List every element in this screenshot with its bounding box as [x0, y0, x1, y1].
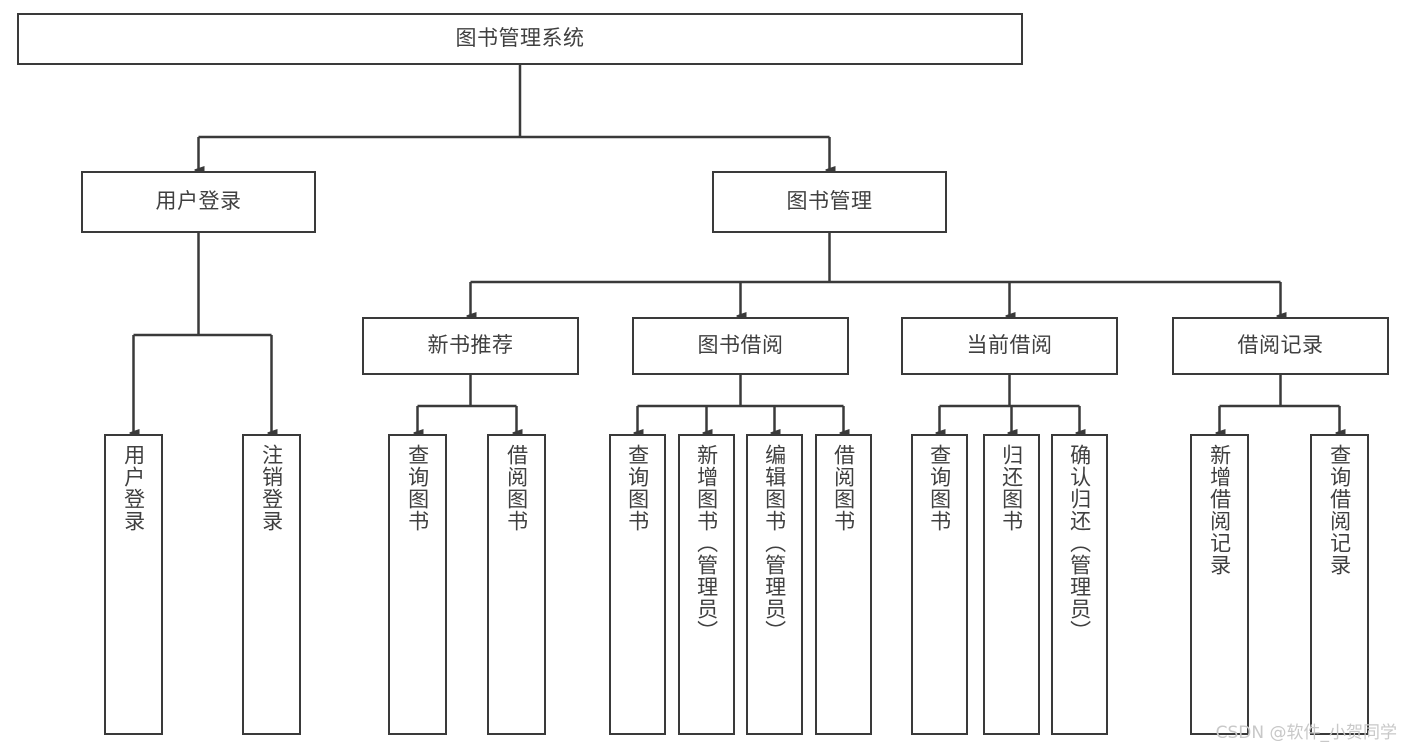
node-label: 借阅记录 [1237, 333, 1324, 358]
node-book-borrow[interactable]: 图书借阅 [632, 317, 849, 375]
node-label: 图书管理 [786, 189, 873, 214]
node-leaf-return-book[interactable]: 归还图书 [983, 434, 1040, 735]
node-leaf-borrow-book-b[interactable]: 借阅图书 [815, 434, 872, 735]
node-user-login[interactable]: 用户登录 [81, 171, 316, 233]
node-leaf-add-record[interactable]: 新增借阅记录 [1190, 434, 1249, 735]
node-label: 查询图书 [927, 444, 952, 532]
node-label: 新增图书（管理员） [694, 444, 719, 642]
node-leaf-query-book-rec[interactable]: 查询图书 [388, 434, 447, 735]
node-label: 借阅图书 [831, 444, 856, 532]
node-leaf-add-book[interactable]: 新增图书（管理员） [678, 434, 735, 735]
node-leaf-query-book-b[interactable]: 查询图书 [609, 434, 666, 735]
node-label: 用户登录 [121, 444, 146, 532]
node-label: 归还图书 [999, 444, 1024, 532]
node-label: 用户登录 [155, 189, 242, 214]
node-label: 新增借阅记录 [1207, 444, 1232, 576]
node-label: 查询借阅记录 [1327, 444, 1352, 576]
node-label: 查询图书 [625, 444, 650, 532]
node-leaf-query-book-c[interactable]: 查询图书 [911, 434, 968, 735]
node-root[interactable]: 图书管理系统 [17, 13, 1023, 65]
node-label: 注销登录 [259, 444, 284, 532]
node-label: 图书借阅 [697, 333, 784, 358]
node-leaf-query-record[interactable]: 查询借阅记录 [1310, 434, 1369, 735]
node-leaf-confirm-return[interactable]: 确认归还（管理员） [1051, 434, 1108, 735]
node-leaf-borrow-book-rec[interactable]: 借阅图书 [487, 434, 546, 735]
node-book-manage[interactable]: 图书管理 [712, 171, 947, 233]
node-label: 当前借阅 [966, 333, 1053, 358]
node-label: 查询图书 [405, 444, 430, 532]
node-label: 编辑图书（管理员） [762, 444, 787, 642]
node-label: 图书管理系统 [455, 26, 585, 51]
node-label: 新书推荐 [427, 333, 514, 358]
node-new-book-rec[interactable]: 新书推荐 [362, 317, 579, 375]
node-label: 借阅图书 [504, 444, 529, 532]
node-leaf-user-login[interactable]: 用户登录 [104, 434, 163, 735]
node-leaf-edit-book[interactable]: 编辑图书（管理员） [746, 434, 803, 735]
node-label: 确认归还（管理员） [1067, 444, 1092, 642]
node-borrow-record[interactable]: 借阅记录 [1172, 317, 1389, 375]
node-leaf-logout[interactable]: 注销登录 [242, 434, 301, 735]
node-current-borrow[interactable]: 当前借阅 [901, 317, 1118, 375]
edge-group [134, 65, 1340, 433]
